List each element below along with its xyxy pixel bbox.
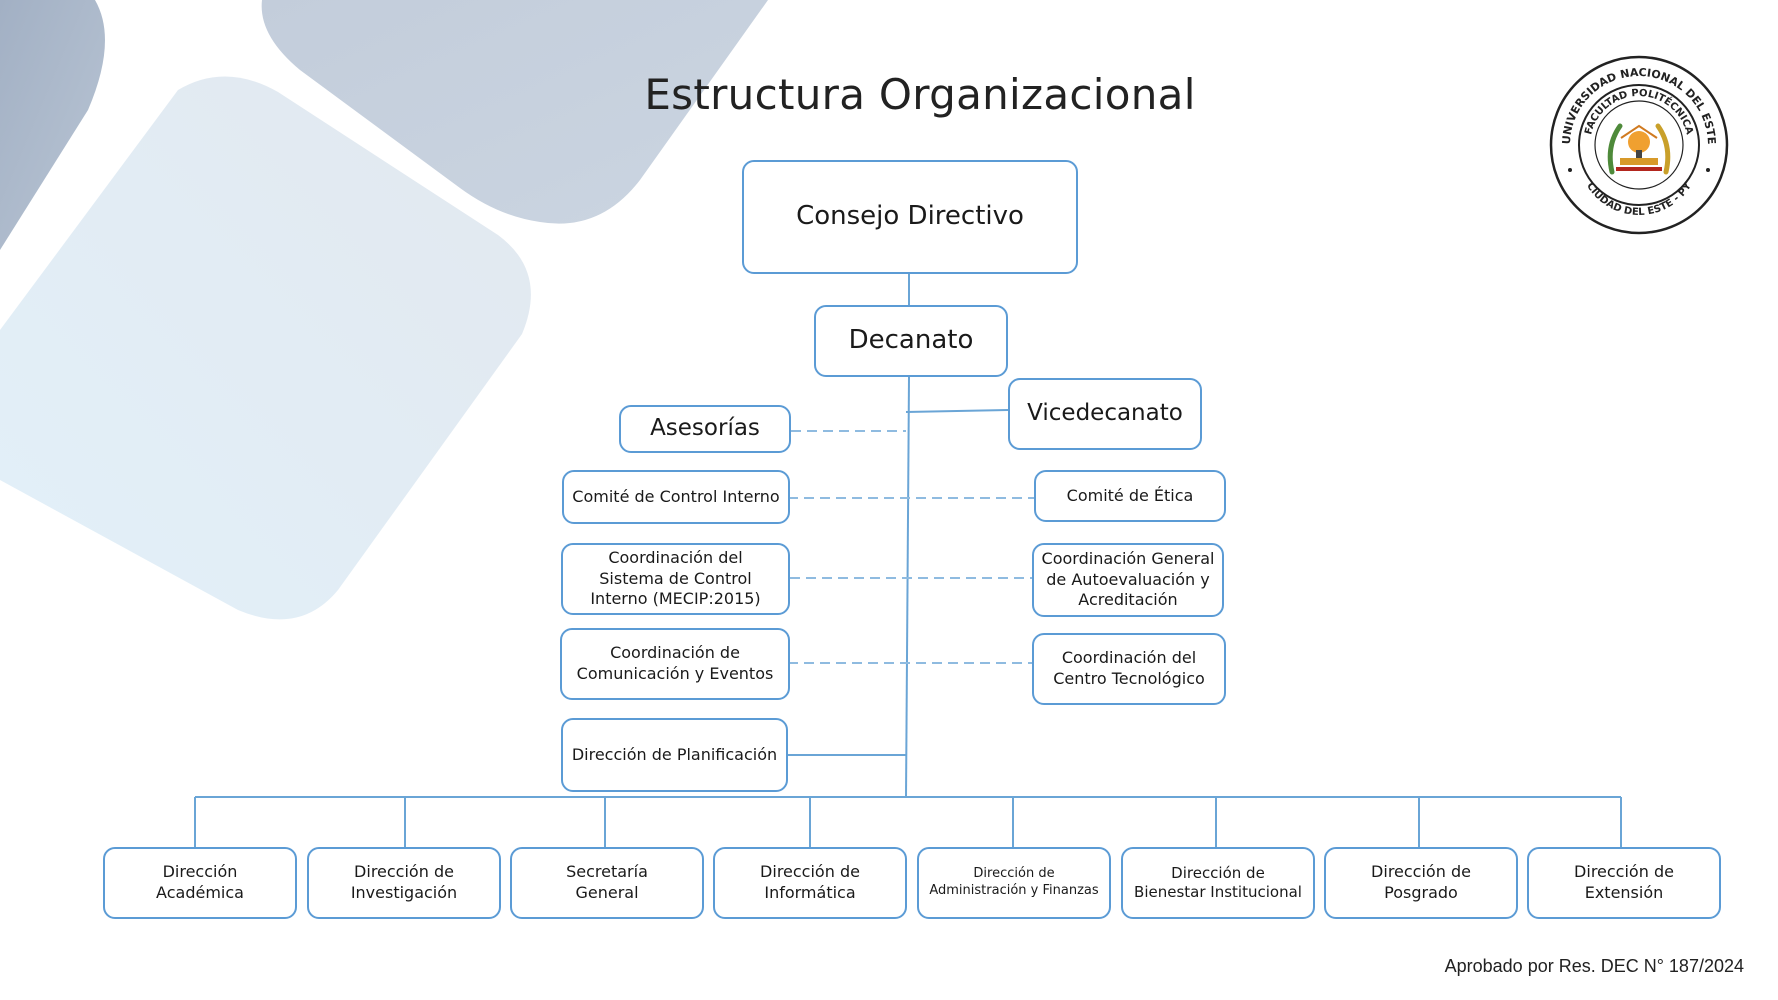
bg-shape-middle bbox=[0, 76, 531, 620]
node-label: Dirección de Bienestar Institucional bbox=[1134, 863, 1302, 902]
node-label: Vicedecanato bbox=[1027, 400, 1183, 427]
node-label: Dirección de Administración y Finanzas bbox=[929, 866, 1099, 898]
node-label: Comité de Ética bbox=[1066, 485, 1194, 505]
node-consejo-directivo[interactable]: Consejo Directivo bbox=[742, 160, 1078, 274]
bg-shape-top bbox=[261, 0, 768, 224]
node-direccion-planificacion[interactable]: Dirección de Planificación bbox=[561, 718, 788, 792]
node-label: Dirección de Extensión bbox=[1574, 862, 1674, 902]
node-label: Dirección de Planificación bbox=[571, 744, 778, 764]
node-label: Coordinación del Centro Tecnológico bbox=[1053, 648, 1205, 688]
page-title: Estructura Organizacional bbox=[644, 70, 1196, 119]
node-comite-etica[interactable]: Comité de Ética bbox=[1034, 470, 1226, 522]
node-coordinacion-comunicacion[interactable]: Coordinación de Comunicación y Eventos bbox=[560, 628, 790, 700]
bg-shape-left bbox=[0, 0, 105, 250]
node-label: Secretaría General bbox=[566, 862, 648, 902]
node-secretaria-general[interactable]: Secretaría General bbox=[510, 847, 704, 919]
node-label: Asesorías bbox=[650, 415, 760, 442]
node-coordinacion-mecip[interactable]: Coordinación del Sistema de Control Inte… bbox=[561, 543, 790, 615]
node-label: Dirección de Investigación bbox=[350, 862, 458, 902]
node-label: Dirección de Posgrado bbox=[1371, 862, 1471, 902]
node-asesorias[interactable]: Asesorías bbox=[619, 405, 791, 453]
node-direccion-informatica[interactable]: Dirección de Informática bbox=[713, 847, 907, 919]
approval-footnote: Aprobado por Res. DEC N° 187/2024 bbox=[1444, 956, 1744, 976]
node-coordinacion-centro-tecnologico[interactable]: Coordinación del Centro Tecnológico bbox=[1032, 633, 1226, 705]
node-label: Coordinación General de Autoevaluación y… bbox=[1041, 548, 1215, 610]
node-label: Comité de Control Interno bbox=[572, 486, 780, 506]
node-coordinacion-autoevaluacion[interactable]: Coordinación General de Autoevaluación y… bbox=[1032, 543, 1224, 617]
node-label: Decanato bbox=[848, 325, 974, 356]
node-comite-control-interno[interactable]: Comité de Control Interno bbox=[562, 470, 790, 524]
node-direccion-investigacion[interactable]: Dirección de Investigación bbox=[307, 847, 501, 919]
node-label: Consejo Directivo bbox=[796, 201, 1024, 232]
node-vicedecanato[interactable]: Vicedecanato bbox=[1008, 378, 1202, 450]
seal-emblem-icon bbox=[1607, 123, 1671, 175]
node-label: Coordinación del Sistema de Control Inte… bbox=[590, 547, 761, 609]
node-direccion-administracion-finanzas[interactable]: Dirección de Administración y Finanzas bbox=[917, 847, 1111, 919]
node-direccion-bienestar-institucional[interactable]: Dirección de Bienestar Institucional bbox=[1121, 847, 1315, 919]
node-direccion-posgrado[interactable]: Dirección de Posgrado bbox=[1324, 847, 1518, 919]
node-direccion-extension[interactable]: Dirección de Extensión bbox=[1527, 847, 1721, 919]
node-direccion-academica[interactable]: Dirección Académica bbox=[103, 847, 297, 919]
node-decanato[interactable]: Decanato bbox=[814, 305, 1008, 377]
university-seal-logo: UNIVERSIDAD NACIONAL DEL ESTE FACULTAD P… bbox=[1549, 55, 1729, 235]
node-label: Coordinación de Comunicación y Eventos bbox=[576, 643, 774, 683]
node-label: Dirección Académica bbox=[156, 862, 244, 902]
node-label: Dirección de Informática bbox=[760, 862, 860, 902]
